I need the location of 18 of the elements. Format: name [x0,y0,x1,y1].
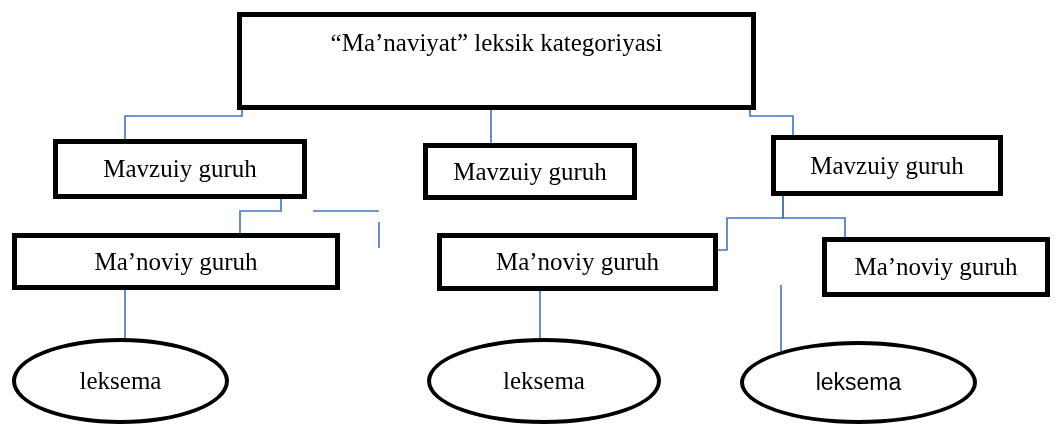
lexeme-ellipse: leksema [12,338,229,424]
connector-line [124,109,243,140]
connector-line [780,284,782,352]
connector-line [539,290,541,339]
lexeme-ellipse: leksema [427,338,661,424]
lexeme-ellipse: leksema [740,341,977,424]
connector-line [749,109,794,136]
group-box: Ma’noviy guruh [822,237,1050,297]
group-box: Ma’noviy guruh [12,233,340,290]
category-box: “Ma’naviyat” leksik kategoriyasi [237,12,756,110]
connector-line [717,195,784,251]
group-box: Mavzuiy guruh [771,135,1003,196]
connector-line [490,109,492,144]
connector-line [239,198,282,234]
connector-line [124,289,126,339]
group-box: Ma’noviy guruh [437,233,718,291]
group-box: Mavzuiy guruh [423,143,637,200]
group-box: Mavzuiy guruh [53,139,307,199]
